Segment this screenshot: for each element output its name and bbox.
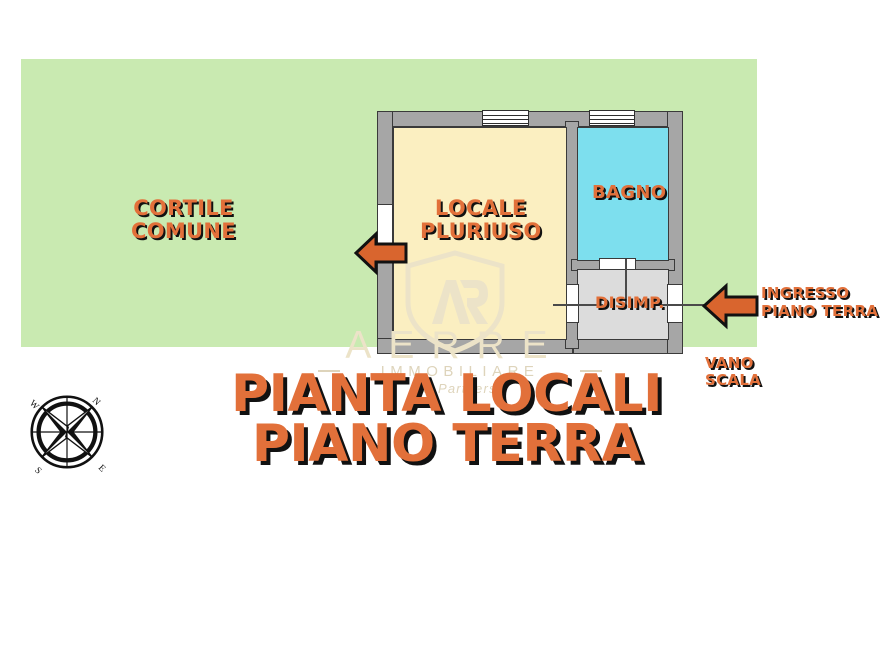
area-bagno (577, 127, 669, 261)
wall-bottom (377, 338, 573, 354)
arrow-courtyard-door-icon (353, 230, 408, 276)
compass-east-label: E (96, 463, 107, 474)
window-locale (482, 110, 529, 126)
leader-bagno-door (625, 259, 627, 305)
label-disimpegno: DISIMP. (595, 293, 665, 312)
door-bagno-to-disimpegno (599, 258, 636, 270)
door-entrance-disimpegno (667, 284, 683, 323)
label-vano-scala: VANO SCALA (705, 354, 762, 390)
page-title: PIANTA LOCALI PIANO TERRA (231, 364, 662, 475)
compass-south-label: S (32, 466, 43, 475)
leader-entrance-door (655, 304, 707, 306)
building-shell (377, 110, 693, 354)
window-bagno (589, 110, 635, 126)
label-cortile-comune: CORTILE COMUNE (131, 196, 236, 243)
label-locale-pluriuso: LOCALE PLURIUSO (420, 196, 542, 243)
leader-locale-door (553, 304, 603, 306)
label-ingresso-piano-terra: INGRESSO PIANO TERRA (761, 284, 879, 320)
door-locale-to-disimpegno (566, 284, 579, 323)
label-bagno: BAGNO (592, 182, 667, 203)
compass-rose-icon: N E S W (27, 395, 107, 475)
arrow-entrance-icon (701, 282, 759, 330)
